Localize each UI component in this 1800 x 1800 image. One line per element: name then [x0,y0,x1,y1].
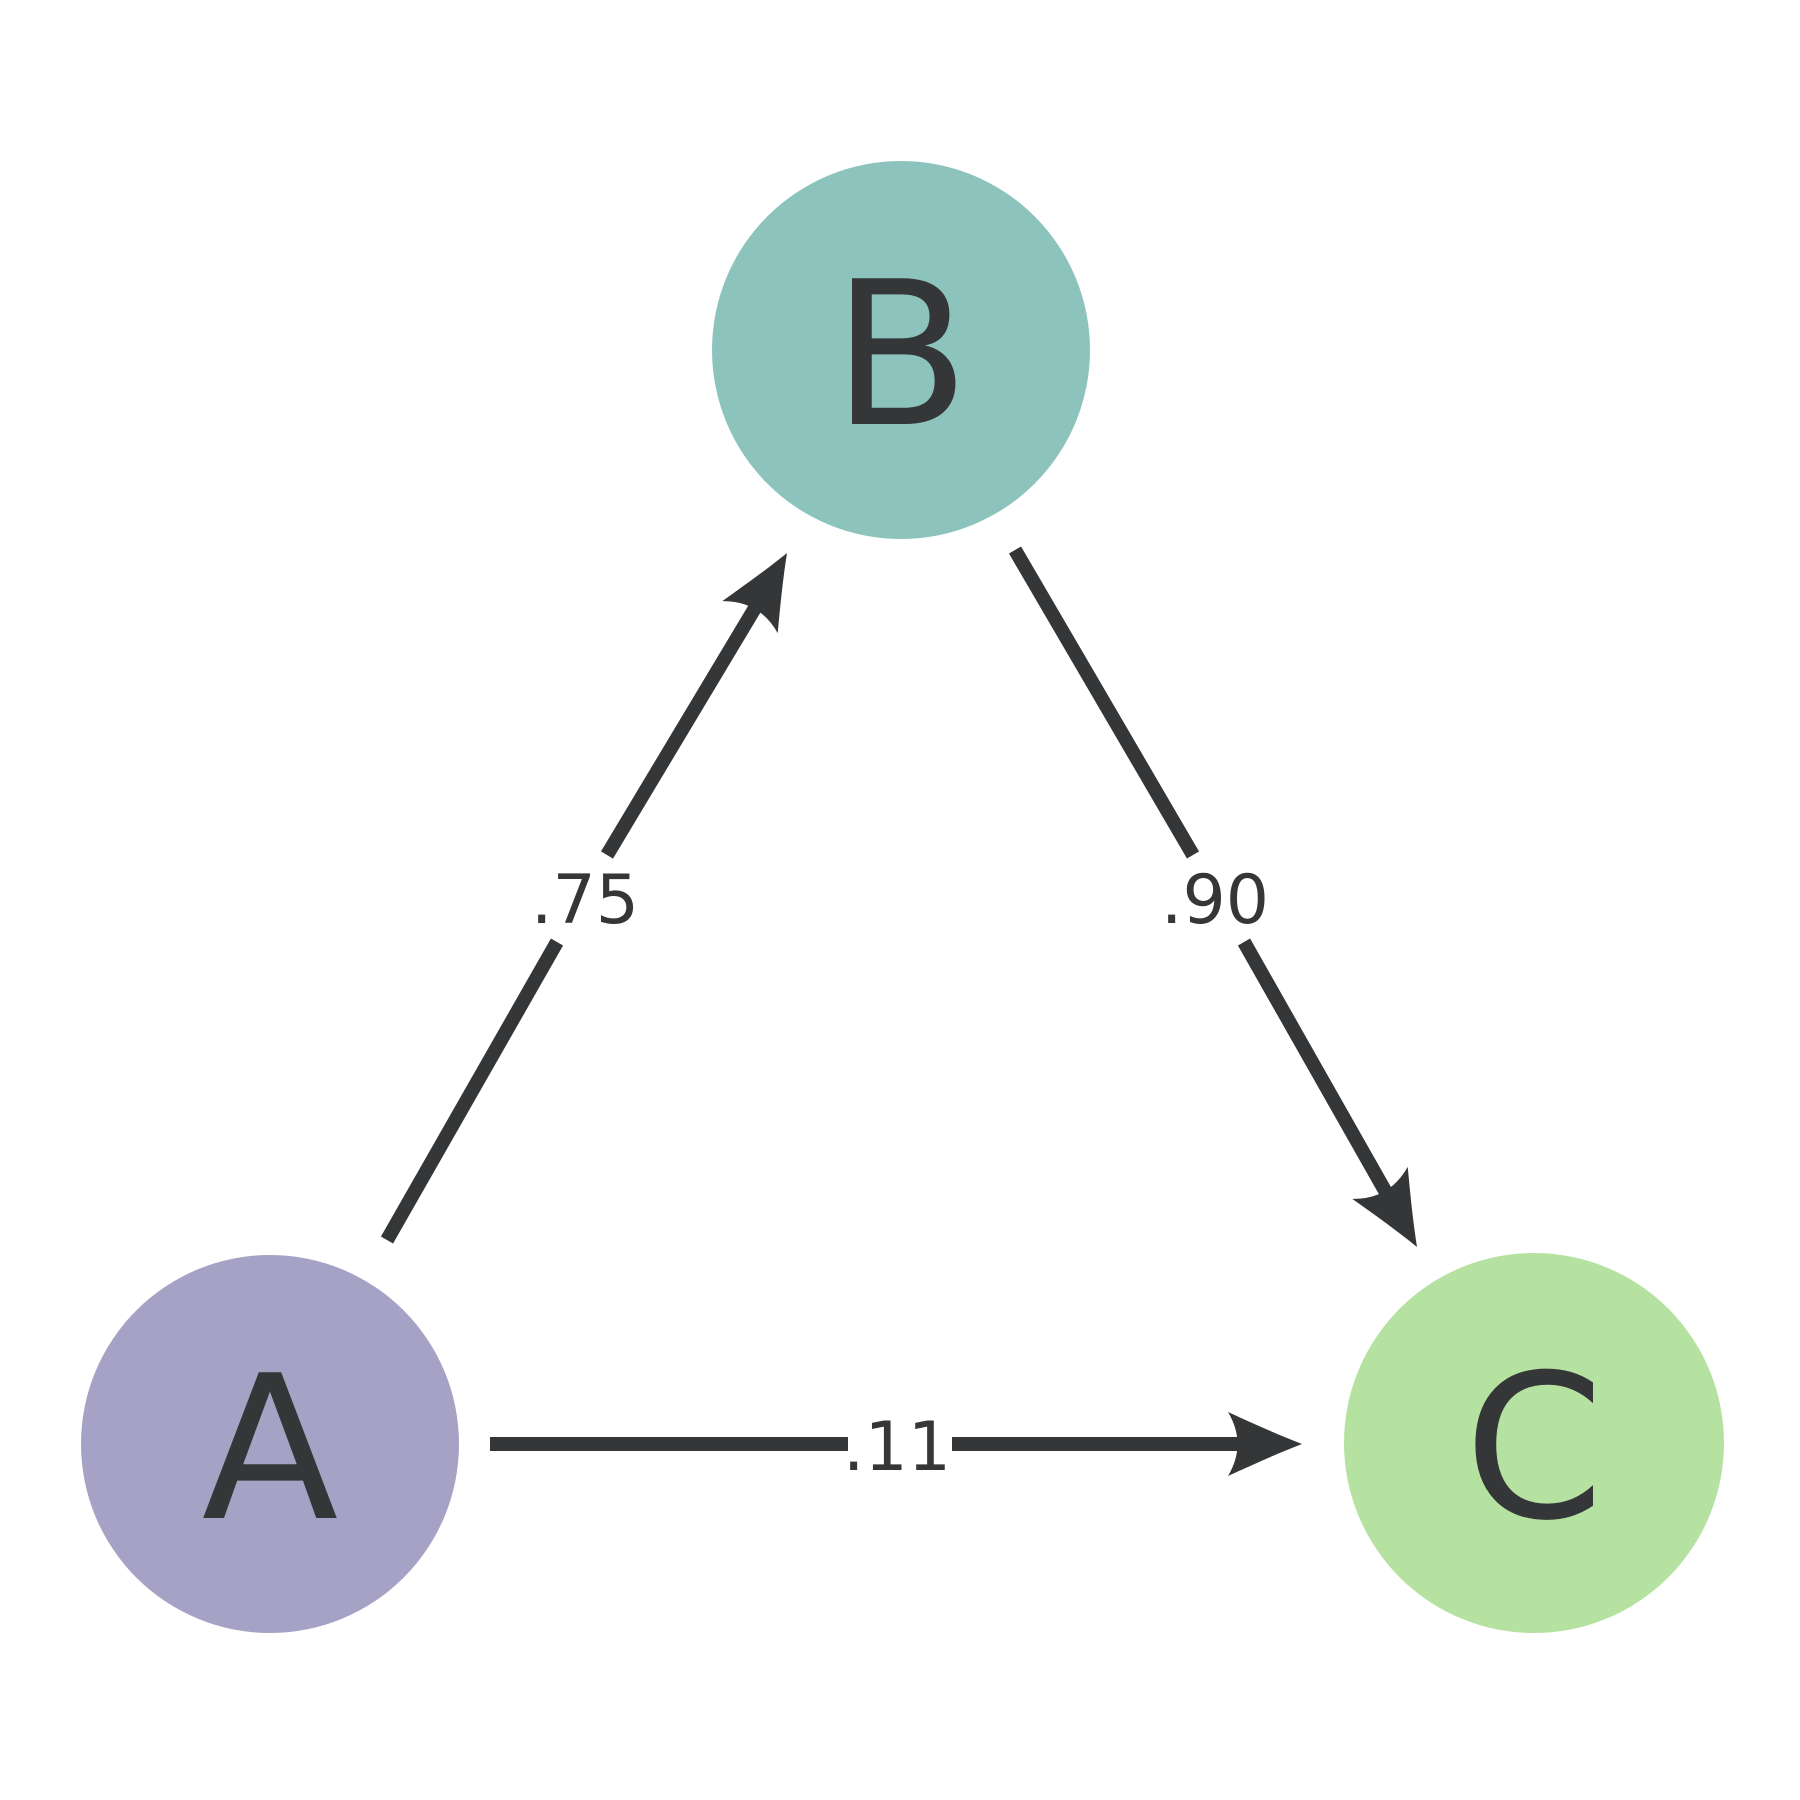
node-b: B [712,161,1090,539]
edge-b-to-c-weight-label: .90 [1161,861,1269,940]
node-a: A [81,1255,459,1633]
edge-a-to-b-shaft-lower [380,938,564,1244]
node-c-label: C [1464,1332,1604,1565]
edge-a-to-b: .75 [380,553,787,1244]
node-b-label: B [832,239,969,472]
node-c: C [1344,1253,1724,1633]
edge-b-to-c-shaft-upper [1008,546,1200,859]
edge-a-to-c-arrowhead-icon [1228,1412,1302,1476]
edge-b-to-c-shaft-lower [1237,938,1395,1200]
edge-a-to-c: .11 [490,1408,1302,1487]
edge-a-to-b-arrowhead-icon [722,553,787,634]
node-a-label: A [202,1333,339,1566]
node-c-circle [1344,1253,1724,1633]
edge-a-to-b-shaft-upper [600,599,765,859]
edge-b-to-c: .90 [1008,546,1417,1247]
edge-a-to-c-weight-label: .11 [843,1408,951,1487]
node-b-circle [712,161,1090,539]
edge-b-to-c-arrowhead-icon [1352,1166,1417,1247]
edge-a-to-b-weight-label: .75 [531,861,639,940]
node-a-circle [81,1255,459,1633]
